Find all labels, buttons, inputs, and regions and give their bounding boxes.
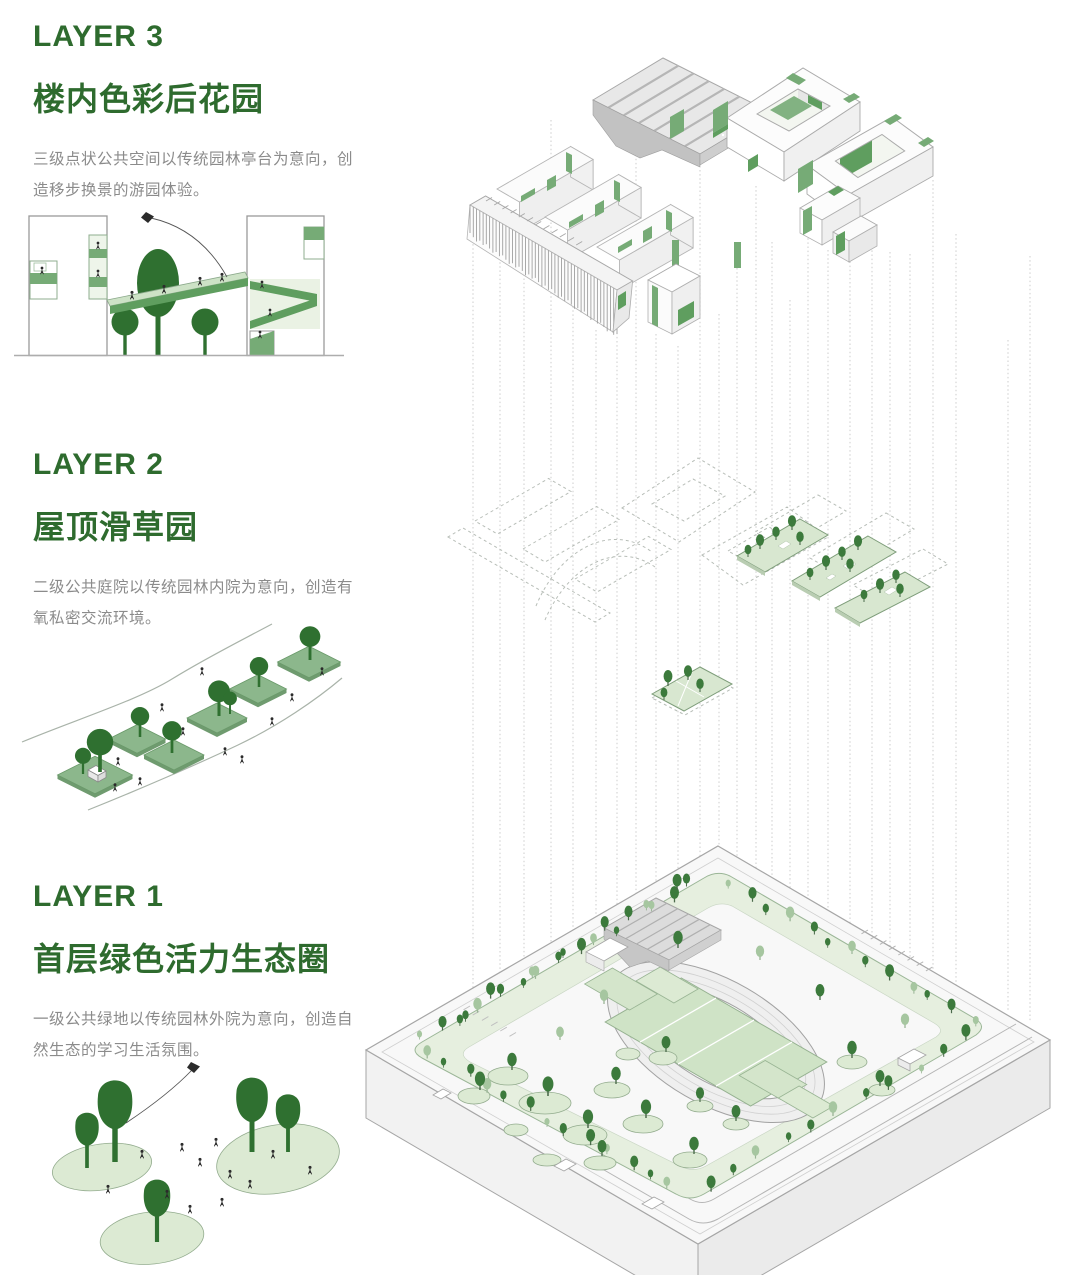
green-terraces (56, 645, 342, 798)
road-line (599, 1023, 1017, 1203)
layer1-body: 一级公共绿地以传统园林外院为意向，创造自然生态的学习生活氛围。 (33, 1011, 354, 1059)
layer3-heading: LAYER 3 (33, 20, 164, 53)
green-pocket-gardens (521, 152, 672, 253)
roof-platform (650, 666, 734, 712)
gym-ground (585, 897, 723, 972)
curved-ramp (535, 538, 653, 607)
kite-icon (141, 212, 154, 223)
layer1-title: 首层绿色活力生态圈 (33, 941, 331, 977)
green-bridge (106, 271, 249, 314)
section-layer2: LAYER 2 屋顶滑草园 二级公共庭院以传统园林内院为意向，创造有氧私密交流环… (33, 448, 355, 634)
extension-bars (799, 185, 878, 263)
kite-icon (187, 1062, 200, 1073)
kite-string (150, 217, 228, 278)
axonometric-diagram (364, 57, 1052, 1275)
road-line (591, 1036, 1033, 1224)
green-slat (672, 240, 679, 266)
layer3-body: 三级点状公共空间以传统园林亭台为意向，创造移步换景的游园体验。 (33, 151, 354, 199)
louver-fins (469, 205, 618, 335)
site-boxes (432, 1048, 927, 1210)
layer2-winding-garden-illustration (21, 623, 343, 811)
parking-ticks (463, 929, 933, 1037)
green-slat (734, 242, 741, 268)
axon-layer1-site (364, 845, 1052, 1275)
louvered-spine (466, 195, 634, 335)
lawn-blob (51, 1142, 153, 1192)
right-tower (246, 215, 325, 357)
path-edge-lower (87, 677, 343, 811)
pavilion (87, 765, 107, 783)
layer1-lawns-illustration (51, 1062, 340, 1265)
court (777, 1085, 835, 1119)
section-layer1: LAYER 1 首层绿色活力生态圈 一级公共绿地以传统园林外院为意向，创造自然生… (33, 880, 355, 1066)
kite-string (125, 1069, 193, 1124)
layer2-title: 屋顶滑草园 (33, 509, 199, 545)
layer1-heading: LAYER 1 (33, 880, 164, 913)
axon-layer3-buildings (466, 57, 934, 335)
lawn-blob (99, 1211, 205, 1265)
small-block (647, 263, 701, 335)
court (583, 967, 659, 1011)
section-layer3: LAYER 3 楼内色彩后花园 三级点状公共空间以传统园林亭台为意向，创造移步换… (33, 20, 355, 206)
axon-layer2-roof-gardens (447, 457, 950, 716)
layer2-body: 二级公共庭院以传统园林内院为意向，创造有氧私密交流环境。 (33, 579, 354, 627)
ring-building-a (670, 67, 861, 182)
left-tower (28, 215, 108, 357)
layer2-heading: LAYER 2 (33, 448, 164, 481)
layer3-title: 楼内色彩后花园 (33, 81, 265, 117)
layer3-section-illustration (14, 212, 344, 357)
lawn-blob (216, 1123, 340, 1195)
path-edge-upper (21, 623, 273, 743)
